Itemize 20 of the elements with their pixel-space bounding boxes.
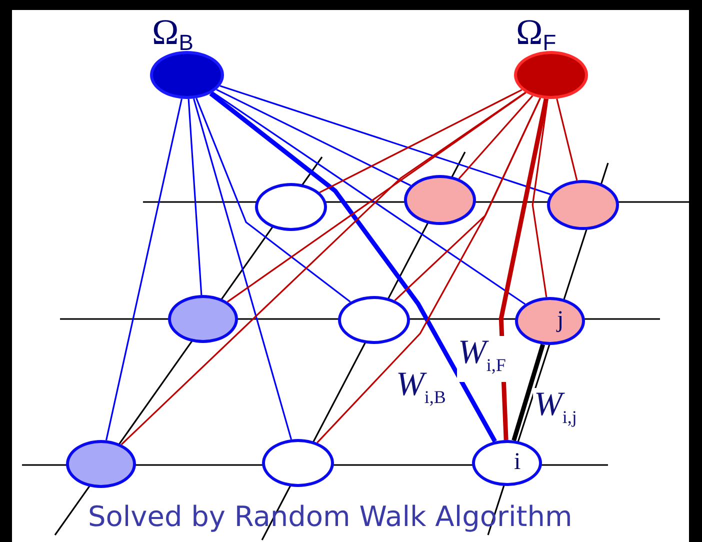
connector-line — [319, 89, 522, 194]
connector-line — [105, 98, 183, 440]
connector-line — [220, 85, 551, 196]
connector-line — [216, 88, 412, 186]
connector-line — [209, 92, 497, 442]
connector-line — [192, 98, 292, 440]
connector-line — [196, 98, 351, 303]
connector-line — [532, 98, 548, 298]
connector-line — [316, 98, 541, 444]
terminal-label: Ω$_{B}$ — [152, 14, 194, 57]
connector-line — [556, 98, 578, 181]
connector-line — [458, 95, 534, 180]
connector-line — [120, 92, 526, 446]
node-label: i — [514, 449, 521, 475]
connector-line — [394, 98, 541, 302]
terminal-label: Ω$_{F}$ — [516, 14, 556, 57]
node-label: j — [557, 307, 564, 333]
edge-label: W$_{i,F}$ — [457, 336, 507, 382]
connector-line — [512, 344, 546, 442]
connector-line — [188, 98, 202, 296]
